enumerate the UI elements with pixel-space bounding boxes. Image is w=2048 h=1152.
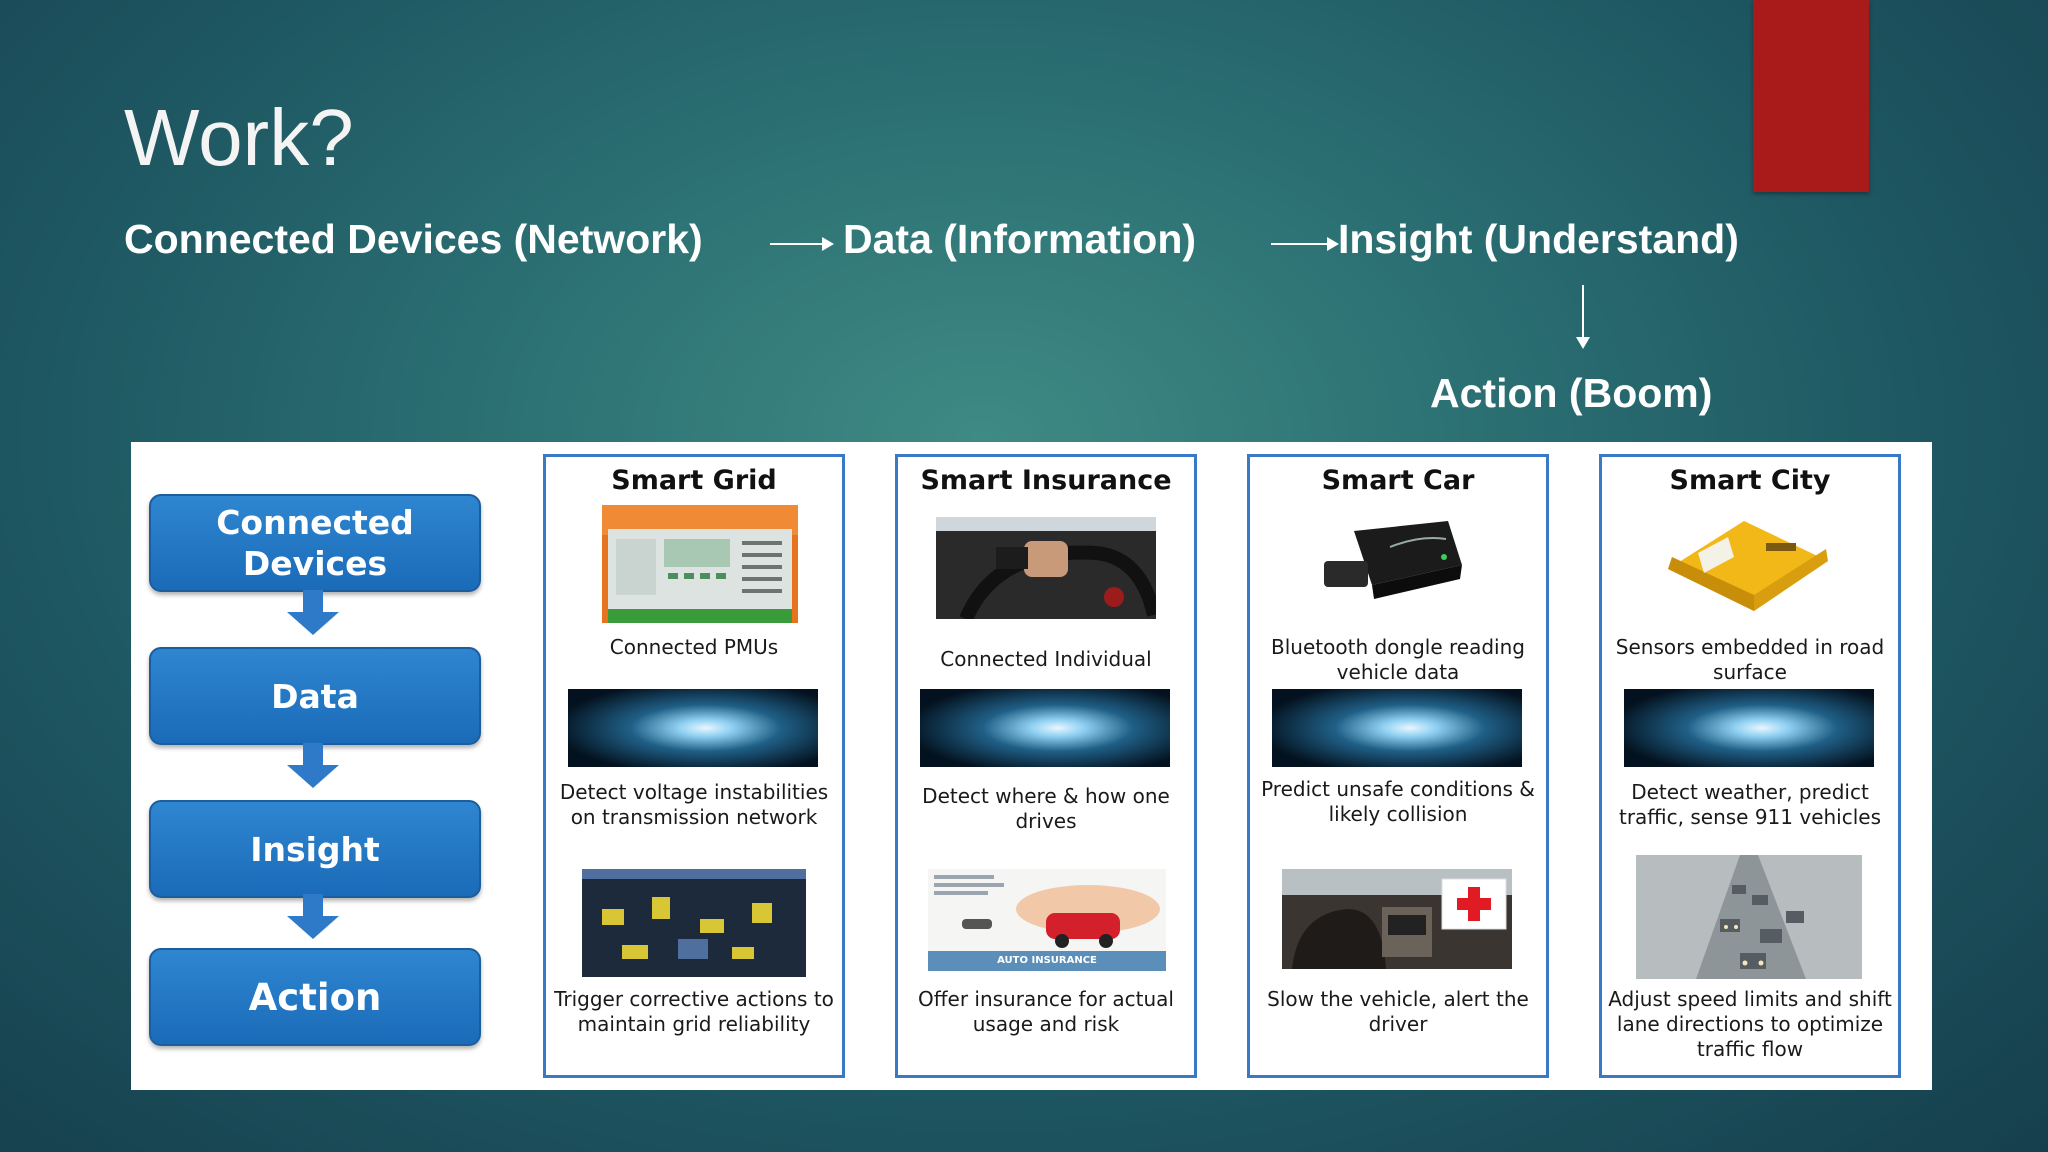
- flow-step-insight: Insight (Understand): [1338, 216, 1739, 262]
- flow-step-action: Action (Boom): [1430, 370, 1713, 416]
- column-device-caption: Connected Individual: [940, 647, 1152, 671]
- car-dashboard-image: [1282, 869, 1512, 969]
- flow-arrow-down-icon: [1576, 285, 1590, 349]
- column-title: Smart Car: [1321, 465, 1475, 496]
- column-title: Smart Insurance: [920, 465, 1172, 496]
- column-data-caption: Predict unsafe conditions & likely colli…: [1261, 777, 1535, 826]
- slide-title: Work?: [124, 93, 354, 182]
- flow-step-data: Data (Information): [843, 216, 1197, 262]
- bluetooth-dongle-image: [1324, 521, 1462, 599]
- stage-insight: Insight: [149, 800, 481, 898]
- data-stream-image: [920, 689, 1170, 767]
- grid-operations-image: [582, 869, 806, 977]
- column-device-caption: Connected PMUs: [609, 635, 779, 659]
- highway-traffic-image: [1636, 855, 1862, 979]
- driver-steering-image: [936, 517, 1156, 619]
- column-smart-city: Smart City Sensors embedded in road surf…: [1599, 454, 1901, 1078]
- column-data-caption: Detect voltage instabilities on transmis…: [559, 780, 829, 829]
- stage-connected-devices: Connected Devices: [149, 494, 481, 592]
- column-smart-insurance: Smart Insurance Connected Individual Det…: [895, 454, 1197, 1078]
- accent-tab: [1753, 0, 1869, 192]
- column-data-caption: Detect where & how one drives: [922, 784, 1170, 833]
- column-action-caption: Slow the vehicle, alert the driver: [1267, 987, 1529, 1036]
- road-sensor-image: [1668, 521, 1828, 611]
- flow-arrow-right-icon: [1271, 237, 1339, 251]
- stage-data: Data: [149, 647, 481, 745]
- data-stream-image: [568, 689, 818, 767]
- column-data-caption: Detect weather, predict traffic, sense 9…: [1618, 780, 1882, 829]
- flow-step-connected-devices: Connected Devices (Network): [124, 216, 703, 262]
- column-device-caption: Sensors embedded in road surface: [1615, 635, 1885, 684]
- column-device-caption: Bluetooth dongle reading vehicle data: [1271, 635, 1525, 684]
- data-stream-image: [1272, 689, 1522, 767]
- iot-diagram-panel: Connected Devices Data Insight Action Sm…: [131, 442, 1932, 1090]
- column-title: Smart Grid: [611, 465, 777, 496]
- arrow-down-icon: [287, 743, 339, 788]
- column-smart-grid: Smart Grid Connected PMUs Detect voltage…: [543, 454, 845, 1078]
- insurance-banner-text: AUTO INSURANCE: [997, 955, 1097, 966]
- arrow-down-icon: [287, 894, 339, 939]
- column-action-caption: Trigger corrective actions to maintain g…: [554, 987, 834, 1036]
- data-stream-image: [1624, 689, 1874, 767]
- pmu-device-image: [602, 505, 798, 623]
- stage-action: Action: [149, 948, 481, 1046]
- column-action-caption: Offer insurance for actual usage and ris…: [918, 987, 1174, 1036]
- arrow-down-icon: [287, 590, 339, 635]
- flow-arrow-right-icon: [770, 237, 834, 251]
- column-smart-car: Smart Car Bluetooth dongle reading vehic…: [1247, 454, 1549, 1078]
- column-title: Smart City: [1669, 465, 1831, 496]
- auto-insurance-image: [928, 869, 1166, 971]
- column-action-caption: Adjust speed limits and shift lane direc…: [1608, 987, 1892, 1061]
